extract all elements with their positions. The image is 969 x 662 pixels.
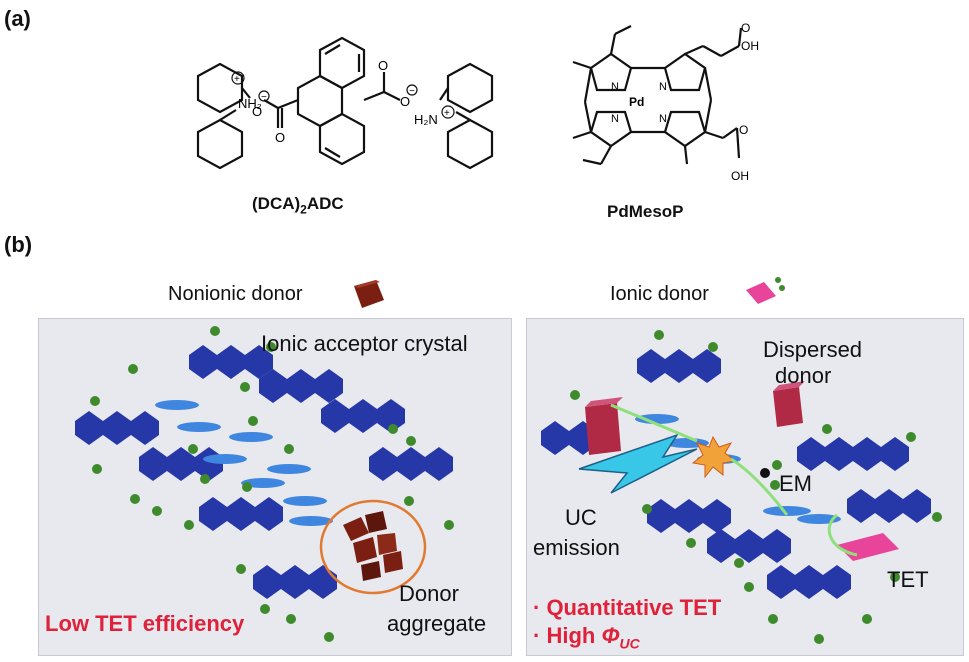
nonionic-donor-cube-icon bbox=[354, 280, 384, 308]
ionic-acceptor-crystal-label: Ionic acceptor crystal bbox=[261, 331, 468, 356]
donor-aggregate-label-1: Donor bbox=[399, 581, 459, 606]
svg-text:N: N bbox=[611, 81, 619, 93]
svg-text:+: + bbox=[234, 74, 240, 85]
panel-b-label: (b) bbox=[4, 232, 33, 257]
uc-label-2: emission bbox=[533, 535, 620, 560]
pd-atom-label: Pd bbox=[629, 95, 644, 109]
svg-text:−: − bbox=[409, 86, 415, 97]
dca2adc-structure: NH₂ + O − O O − O H₂N + bbox=[196, 36, 494, 170]
tet-arrow-3 bbox=[827, 513, 858, 557]
acceptor-crystal-right-svg bbox=[541, 330, 942, 644]
dispersed-donor-cubes bbox=[585, 381, 805, 455]
pdmesop-structure: Pd N N N N OH O O OH bbox=[572, 21, 759, 183]
svg-text:N: N bbox=[611, 113, 619, 125]
tet-arrow-1 bbox=[610, 403, 698, 443]
right-scheme-box: Dispersed donor EM UC emission TET · Qua… bbox=[526, 318, 964, 656]
uc-label-1: UC bbox=[565, 505, 597, 530]
nonionic-donor-legend: Nonionic donor bbox=[168, 283, 303, 305]
svg-text:N: N bbox=[659, 81, 667, 93]
donor-aggregate-label-2: aggregate bbox=[387, 611, 487, 636]
tet-label: TET bbox=[887, 567, 929, 592]
dispersed-label-2: donor bbox=[775, 363, 832, 388]
svg-text:N: N bbox=[659, 113, 667, 125]
svg-text:O: O bbox=[741, 21, 750, 35]
high-phi-uc-label: · High ΦUC bbox=[533, 623, 640, 652]
uc-emission-bolt bbox=[578, 433, 698, 494]
svg-text:O: O bbox=[739, 123, 748, 137]
svg-text:O: O bbox=[378, 58, 388, 73]
svg-text:+: + bbox=[444, 108, 450, 119]
svg-text:O: O bbox=[400, 94, 410, 109]
annihilation-star bbox=[691, 435, 737, 479]
svg-text:OH: OH bbox=[731, 169, 749, 183]
low-tet-efficiency-label: Low TET efficiency bbox=[45, 611, 245, 636]
left-scheme-box: Ionic acceptor crystal Donor aggregate L… bbox=[38, 318, 512, 656]
oxygen-label: O bbox=[252, 104, 262, 119]
donor-aggregate-cubes bbox=[343, 511, 403, 581]
ionic-donor-legend: Ionic donor bbox=[610, 283, 709, 305]
ionic-donor-icon bbox=[746, 277, 785, 304]
compound-dca2adc-label: (DCA)2ADC bbox=[252, 194, 344, 217]
acceptor-crystal-left-svg bbox=[75, 326, 454, 642]
h2n-label: H₂N bbox=[414, 112, 438, 127]
panel-a-label: (a) bbox=[4, 6, 31, 31]
donor-aggregate-ring bbox=[319, 499, 427, 595]
dispersed-label-1: Dispersed bbox=[763, 337, 863, 362]
quantitative-tet-label: · Quantitative TET bbox=[533, 595, 722, 620]
svg-text:−: − bbox=[261, 92, 267, 103]
em-label: EM bbox=[779, 471, 812, 496]
tet-arrow-2 bbox=[730, 457, 789, 516]
compound-pdmesop-label: PdMesoP bbox=[607, 202, 684, 221]
svg-text:OH: OH bbox=[741, 39, 759, 53]
svg-text:O: O bbox=[275, 130, 285, 145]
nh2-label-left: NH₂ bbox=[238, 96, 262, 111]
tet-donor-cube bbox=[837, 533, 899, 561]
